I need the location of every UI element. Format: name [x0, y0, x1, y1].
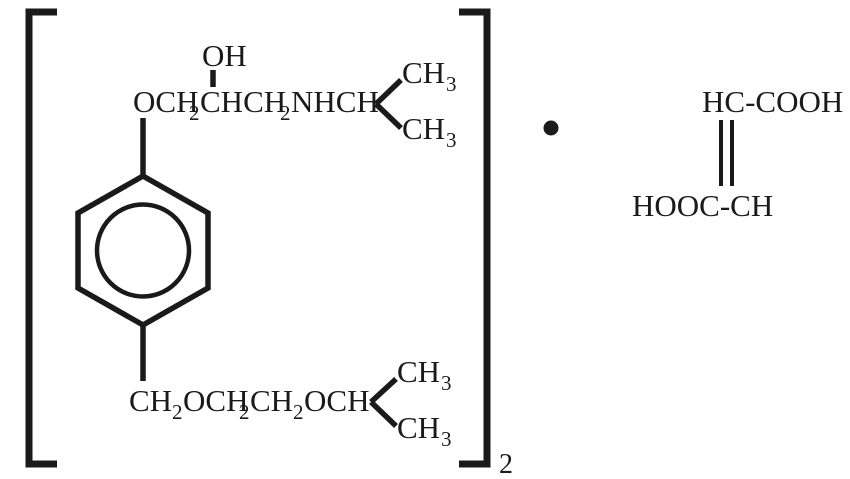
lower-chain-sub-1: 2: [172, 400, 183, 424]
upper-side-chain-label: OCH 2 CHCH 2 NHCH: [133, 84, 379, 125]
aromatic-circle: [94, 202, 192, 299]
upper-chain-seg-2: CHCH: [200, 84, 286, 119]
upper-chain-sub-1: 2: [189, 101, 200, 125]
lower-isopropyl-methyl-top: CH 3: [397, 354, 452, 395]
lower-methyl-bottom-label: CH: [397, 410, 440, 445]
fumarate-bottom-label: HOOC-CH: [632, 188, 773, 223]
benzene-ring: [75, 172, 211, 329]
lower-chain-seg-4: OCH: [304, 383, 369, 418]
lower-methyl-top-label: CH: [397, 354, 440, 389]
bracket-multiplier: 2: [499, 449, 513, 479]
lower-chain-seg-3: CH: [250, 383, 293, 418]
lower-methyl-top-sub: 3: [441, 371, 452, 395]
fumarate-top-label: HC-COOH: [702, 84, 843, 119]
upper-chain-sub-2: 2: [280, 101, 291, 125]
upper-methyl-bottom-sub: 3: [446, 128, 457, 152]
lower-chain-seg-2: OCH: [183, 383, 248, 418]
hydroxyl-label: OH: [202, 38, 247, 73]
fumarate-double-bond: [719, 120, 734, 186]
lower-chain-sub-2: 2: [239, 400, 250, 424]
upper-methyl-top-label: CH: [402, 55, 445, 90]
upper-isopropyl-bonds: [374, 78, 403, 130]
upper-chain-seg-1: OCH: [133, 84, 198, 119]
lower-methyl-bottom-sub: 3: [441, 427, 452, 451]
lower-chain-sub-3: 2: [293, 400, 304, 424]
lower-side-chain-label: CH 2 OCH 2 CH 2 OCH: [129, 383, 369, 424]
upper-methyl-top-sub: 3: [446, 72, 457, 96]
fumaric-acid-group: HC-COOH HOOC-CH: [632, 84, 843, 223]
right-bracket: [459, 8, 491, 468]
left-bracket: [25, 8, 57, 468]
lower-isopropyl-bonds: [369, 376, 398, 428]
upper-isopropyl-methyl-top: CH 3: [402, 55, 457, 96]
lower-chain-seg-1: CH: [129, 383, 172, 418]
salt-separator-dot: [543, 120, 559, 136]
upper-chain-seg-3: NHCH: [291, 84, 379, 119]
upper-isopropyl-methyl-bottom: CH 3: [402, 111, 457, 152]
lower-isopropyl-methyl-bottom: CH 3: [397, 410, 452, 451]
upper-methyl-bottom-label: CH: [402, 111, 445, 146]
